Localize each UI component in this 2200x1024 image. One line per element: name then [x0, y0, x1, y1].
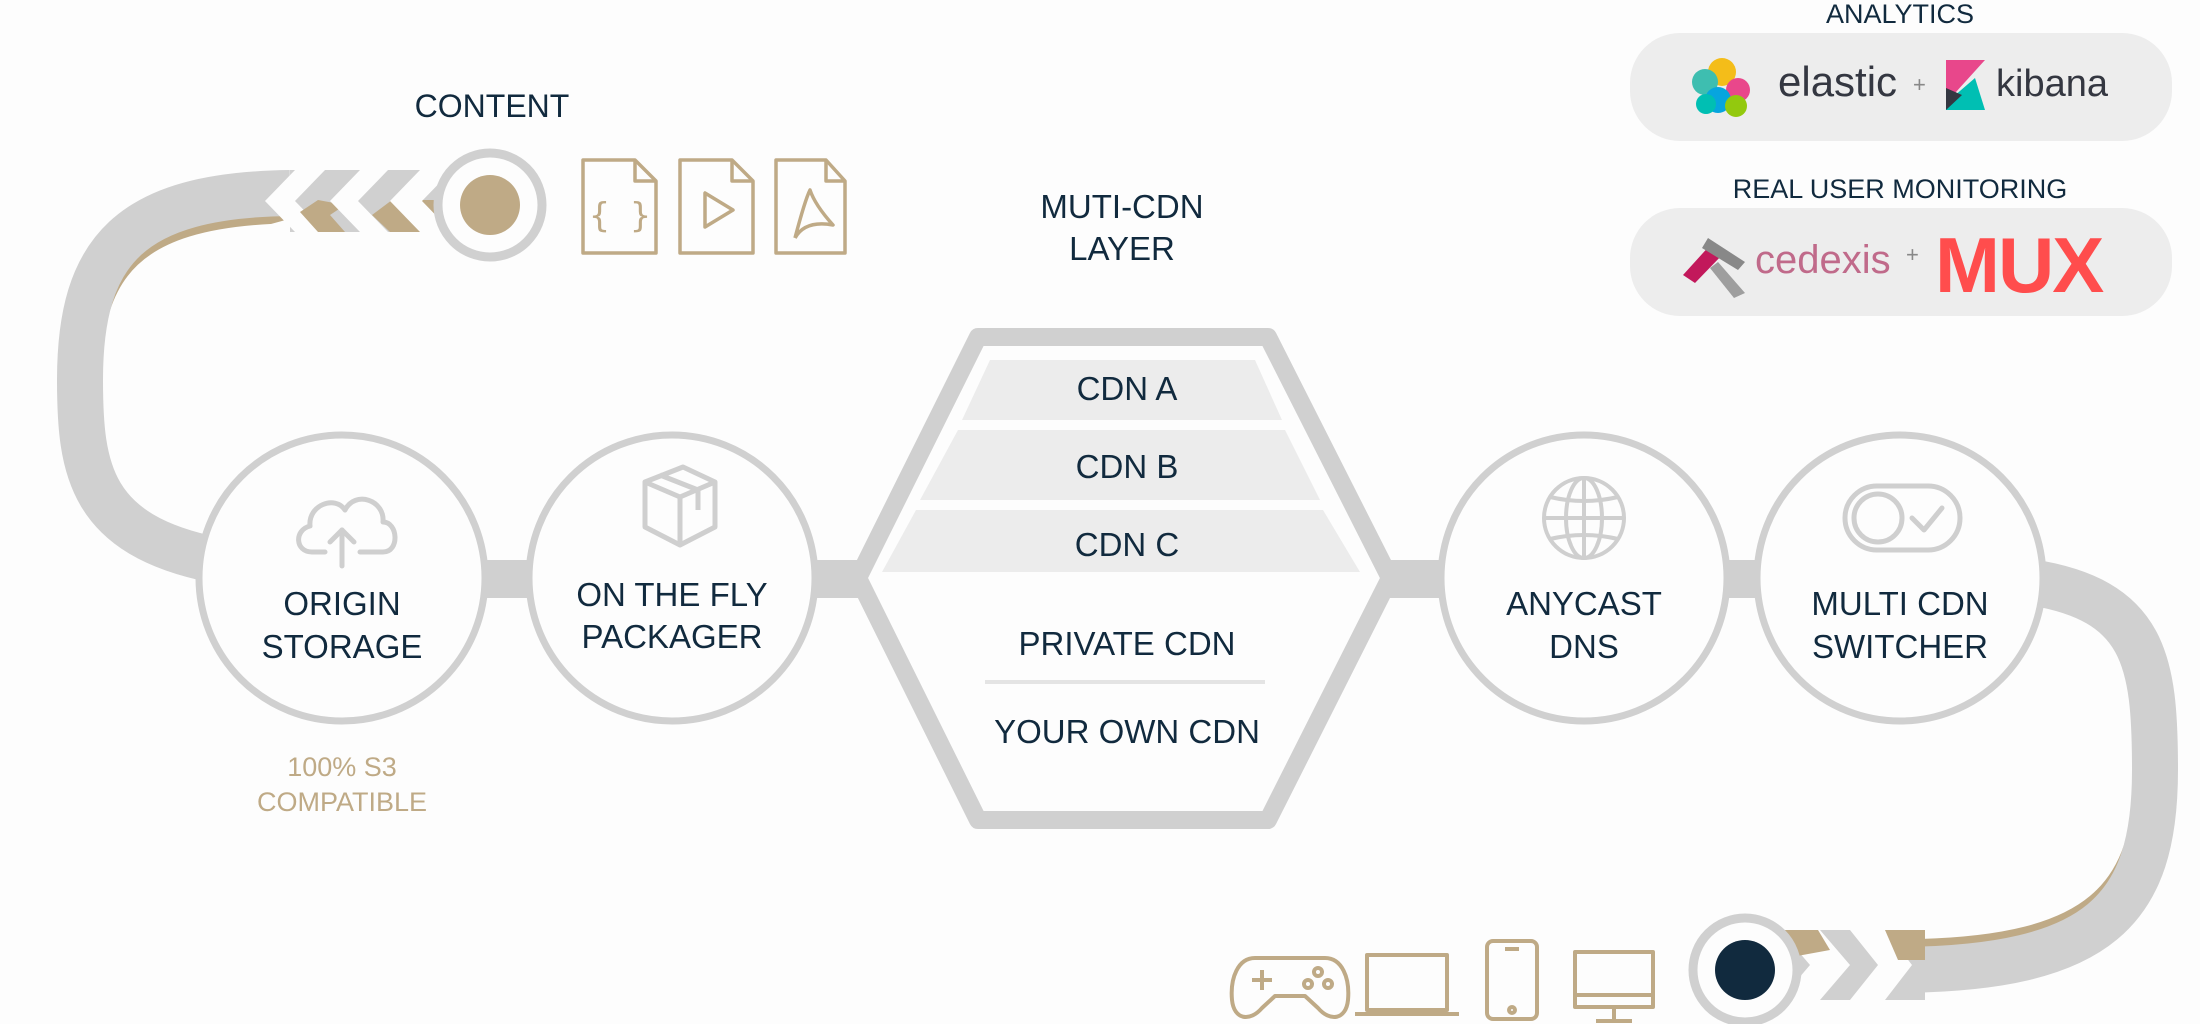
cdn-b-tier: [920, 430, 1320, 500]
private-cdn-label: PRIVATE CDN: [1019, 625, 1236, 662]
analytics-plus: +: [1913, 72, 1926, 97]
globe-icon: [1542, 476, 1626, 560]
your-own-cdn-label: YOUR OWN CDN: [994, 713, 1260, 750]
devices-end-node: [1688, 913, 1802, 1024]
kibana-logo-icon: [1946, 60, 1985, 110]
cdn-a-tier: [962, 360, 1282, 420]
multi-cdn-title-line1: MUTI-CDN: [1040, 188, 1203, 225]
elastic-logo-icon: [1692, 58, 1750, 117]
cloud-upload-icon: [296, 496, 398, 569]
pdf-file-icon: [774, 158, 847, 255]
laptop-icon: [1355, 953, 1459, 1016]
anycast-label-line1: ANYCAST: [1506, 585, 1662, 622]
origin-storage-label-line1: ORIGIN: [283, 585, 400, 622]
cedexis-logo-text: cedexis: [1755, 238, 1891, 282]
content-title: CONTENT: [415, 88, 570, 124]
multi-cdn-hexagon: CDN A CDN B CDN C PRIVATE CDN YOUR OWN C…: [849, 328, 1399, 829]
analytics-pill: [1630, 33, 2172, 141]
rum-pill: [1630, 208, 2172, 316]
cdn-c-label: CDN C: [1075, 526, 1180, 563]
analytics-title: ANALYTICS: [1826, 0, 1974, 29]
s3-compatible-caption-line2: COMPATIBLE: [257, 787, 427, 817]
origin-storage-label-line2: STORAGE: [262, 628, 423, 665]
rum-plus: +: [1906, 242, 1919, 267]
switcher-label-line2: SWITCHER: [1812, 628, 1988, 665]
toggle-switch-icon: [1842, 483, 1963, 553]
package-box-icon: [642, 464, 718, 548]
cdn-c-tier: [882, 510, 1360, 572]
elastic-logo-text: elastic: [1778, 58, 1897, 105]
gamepad-icon: [1229, 956, 1351, 1019]
kibana-logo-text: kibana: [1996, 63, 2109, 105]
cedexis-logo-icon: [1683, 238, 1745, 298]
on-the-fly-packager-node: ON THE FLY PACKAGER: [525, 431, 819, 725]
svg-text:{ }: { }: [589, 196, 650, 236]
anycast-dns-node: ANYCAST DNS: [1437, 431, 1731, 725]
s3-compatible-caption-line1: 100% S3: [287, 752, 397, 782]
mux-logo-text: MUX: [1935, 221, 2104, 309]
desktop-monitor-icon: [1573, 950, 1655, 1023]
video-file-icon: [678, 158, 755, 255]
origin-storage-node: ORIGIN STORAGE 100% S3 COMPATIBLE: [195, 431, 489, 817]
smartphone-icon: [1485, 939, 1539, 1021]
content-start-node: [433, 148, 547, 262]
cdn-a-label: CDN A: [1077, 370, 1178, 407]
multi-cdn-switcher-node: MULTI CDN SWITCHER: [1753, 431, 2047, 725]
right-track: [1770, 559, 2179, 1000]
json-file-icon: { }: [581, 158, 658, 255]
anycast-label-line2: DNS: [1549, 628, 1619, 665]
multi-cdn-title-line2: LAYER: [1069, 230, 1175, 267]
switcher-label-line1: MULTI CDN: [1811, 585, 1988, 622]
packager-label-line1: ON THE FLY: [576, 576, 767, 613]
rum-title: REAL USER MONITORING: [1733, 174, 2068, 204]
cdn-b-label: CDN B: [1076, 448, 1179, 485]
packager-label-line2: PACKAGER: [582, 618, 763, 655]
